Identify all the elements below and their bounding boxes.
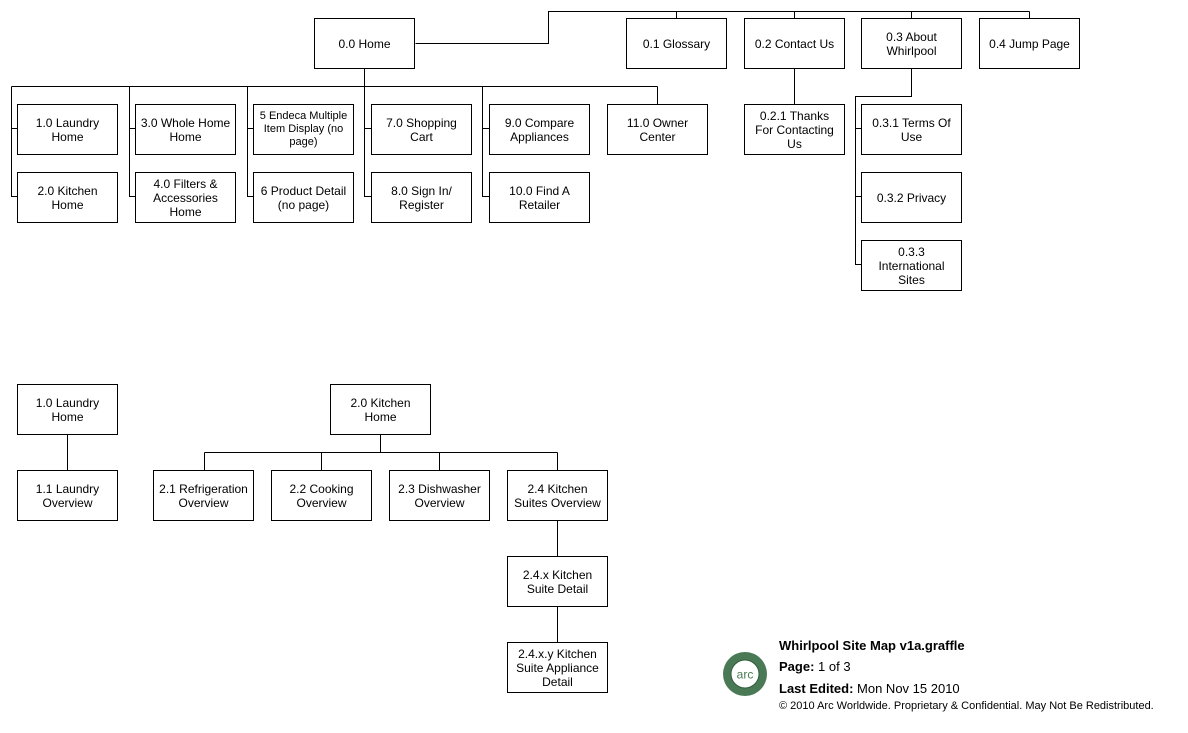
node-home[interactable]: 0.0 Home	[314, 18, 415, 69]
node-cooking-overview[interactable]: 2.2 Cooking Overview	[271, 470, 372, 521]
node-sign-in-register[interactable]: 8.0 Sign In/ Register	[371, 172, 472, 223]
copyright-notice: © 2010 Arc Worldwide. Proprietary & Conf…	[779, 700, 1154, 712]
node-about-whirlpool[interactable]: 0.3 About Whirlpool	[861, 18, 962, 69]
node-filters-accessories[interactable]: 4.0 Filters & Accessories Home	[135, 172, 236, 223]
node-kitchen-suite-appliance-detail[interactable]: 2.4.x.y Kitchen Suite Appliance Detail	[507, 642, 608, 693]
node-refrigeration-overview[interactable]: 2.1 Refrigeration Overview	[153, 470, 254, 521]
node-privacy[interactable]: 0.3.2 Privacy	[861, 172, 962, 223]
node-owner-center[interactable]: 11.0 Owner Center	[607, 104, 708, 155]
node-kitchen-suite-detail[interactable]: 2.4.x Kitchen Suite Detail	[507, 556, 608, 607]
node-whole-home[interactable]: 3.0 Whole Home Home	[135, 104, 236, 155]
node-shopping-cart[interactable]: 7.0 Shopping Cart	[371, 104, 472, 155]
page-label: Page:	[779, 659, 815, 674]
node-glossary[interactable]: 0.1 Glossary	[626, 18, 727, 69]
node-kitchen-suites-overview[interactable]: 2.4 Kitchen Suites Overview	[507, 470, 608, 521]
arc-logo: arc	[723, 652, 767, 696]
logo-text: arc	[737, 668, 754, 682]
node-laundry-home[interactable]: 1.0 Laundry Home	[17, 104, 118, 155]
node-contact-us[interactable]: 0.2 Contact Us	[744, 18, 845, 69]
last-edited: Last Edited: Mon Nov 15 2010	[779, 681, 960, 696]
node-international-sites[interactable]: 0.3.3 International Sites	[861, 240, 962, 291]
page-info: Page: 1 of 3	[779, 659, 851, 674]
node-kitchen-home[interactable]: 2.0 Kitchen Home	[17, 172, 118, 223]
document-title: Whirlpool Site Map v1a.graffle	[779, 638, 965, 653]
node-thanks-contacting[interactable]: 0.2.1 Thanks For Contacting Us	[744, 104, 845, 155]
node-laundry-home-detail[interactable]: 1.0 Laundry Home	[17, 384, 118, 435]
node-compare-appliances[interactable]: 9.0 Compare Appliances	[489, 104, 590, 155]
node-product-detail[interactable]: 6 Product Detail (no page)	[253, 172, 354, 223]
page-value: 1 of 3	[818, 659, 851, 674]
last-edited-label: Last Edited:	[779, 681, 854, 696]
node-dishwasher-overview[interactable]: 2.3 Dishwasher Overview	[389, 470, 490, 521]
document-info-block: arc Whirlpool Site Map v1a.graffle Page:…	[722, 636, 1188, 731]
node-terms-of-use[interactable]: 0.3.1 Terms Of Use	[861, 104, 962, 155]
node-kitchen-home-detail[interactable]: 2.0 Kitchen Home	[330, 384, 431, 435]
last-edited-value: Mon Nov 15 2010	[857, 681, 960, 696]
node-find-retailer[interactable]: 10.0 Find A Retailer	[489, 172, 590, 223]
node-jump-page[interactable]: 0.4 Jump Page	[979, 18, 1080, 69]
node-endeca-display[interactable]: 5 Endeca Multiple Item Display (no page)	[253, 104, 354, 155]
node-laundry-overview[interactable]: 1.1 Laundry Overview	[17, 470, 118, 521]
